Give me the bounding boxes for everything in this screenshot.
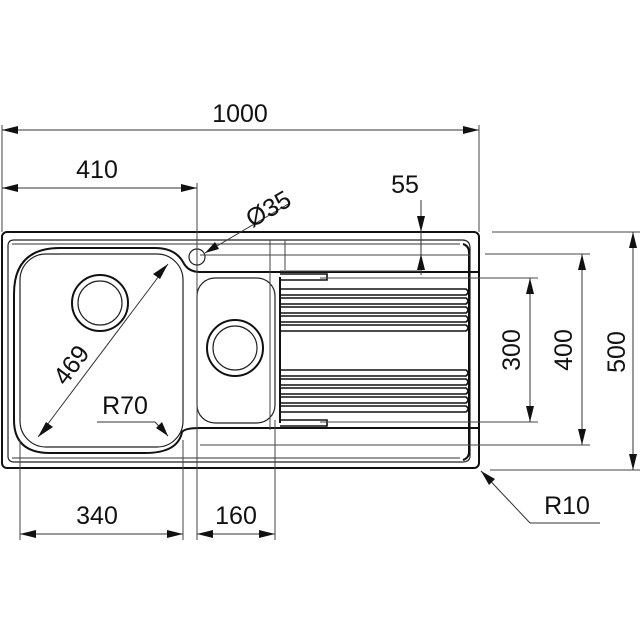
dim-tap-hole-inset: 55 bbox=[391, 171, 425, 275]
drainer-groove bbox=[280, 306, 469, 314]
drainer-end-bar-bottom bbox=[280, 419, 328, 427]
dim-label-160: 160 bbox=[215, 502, 257, 530]
extension-lines bbox=[1, 125, 640, 540]
dim-overall-depth: 500 bbox=[603, 232, 637, 470]
main-bowl-outer bbox=[13, 247, 480, 454]
dim-drainer-depth: 300 bbox=[498, 278, 534, 422]
dim-outer-radius: R10 bbox=[480, 470, 600, 524]
dim-label-300: 300 bbox=[498, 329, 526, 371]
drainer-groove bbox=[280, 387, 469, 395]
main-bowl-waste-outlet bbox=[71, 274, 129, 332]
drainer-groove bbox=[280, 297, 469, 305]
drainer-groove bbox=[280, 369, 469, 377]
dim-label-1000: 1000 bbox=[212, 100, 268, 128]
sink-rim-shadow bbox=[462, 243, 470, 461]
dim-label-500: 500 bbox=[603, 331, 631, 373]
drainer-groove bbox=[280, 288, 469, 296]
dim-main-bowl-radius: R70 bbox=[97, 392, 169, 437]
main-bowl-inner bbox=[19, 253, 184, 448]
drainer-end-bar-top bbox=[280, 273, 328, 281]
dim-tap-hole: Ø35 bbox=[204, 185, 296, 254]
dim-label-r70: R70 bbox=[102, 392, 148, 420]
dim-bowl-depth: 400 bbox=[550, 254, 586, 445]
drainer-groove bbox=[280, 315, 469, 323]
dim-label-diam35: Ø35 bbox=[241, 185, 296, 233]
sink-body bbox=[1, 231, 480, 469]
drainer bbox=[279, 273, 469, 427]
drainer-groove bbox=[280, 378, 469, 386]
dim-overall-width: 1000 bbox=[2, 100, 479, 134]
dim-label-r10: R10 bbox=[544, 492, 590, 520]
dim-main-bowl-offset: 410 bbox=[2, 156, 197, 192]
sink-inner-rim bbox=[7, 239, 471, 463]
dim-main-bowl-width: 340 bbox=[20, 502, 183, 538]
dim-label-410: 410 bbox=[76, 156, 118, 184]
dim-label-400: 400 bbox=[550, 329, 578, 371]
dim-second-bowl-width: 160 bbox=[197, 502, 275, 538]
second-bowl-waste-outlet bbox=[206, 319, 264, 377]
dim-label-340: 340 bbox=[76, 502, 118, 530]
dim-label-469: 469 bbox=[48, 340, 95, 390]
drainer-groove bbox=[280, 405, 469, 413]
drainer-groove bbox=[280, 396, 469, 404]
drainer-groove bbox=[280, 324, 469, 332]
dim-label-55: 55 bbox=[391, 171, 419, 199]
